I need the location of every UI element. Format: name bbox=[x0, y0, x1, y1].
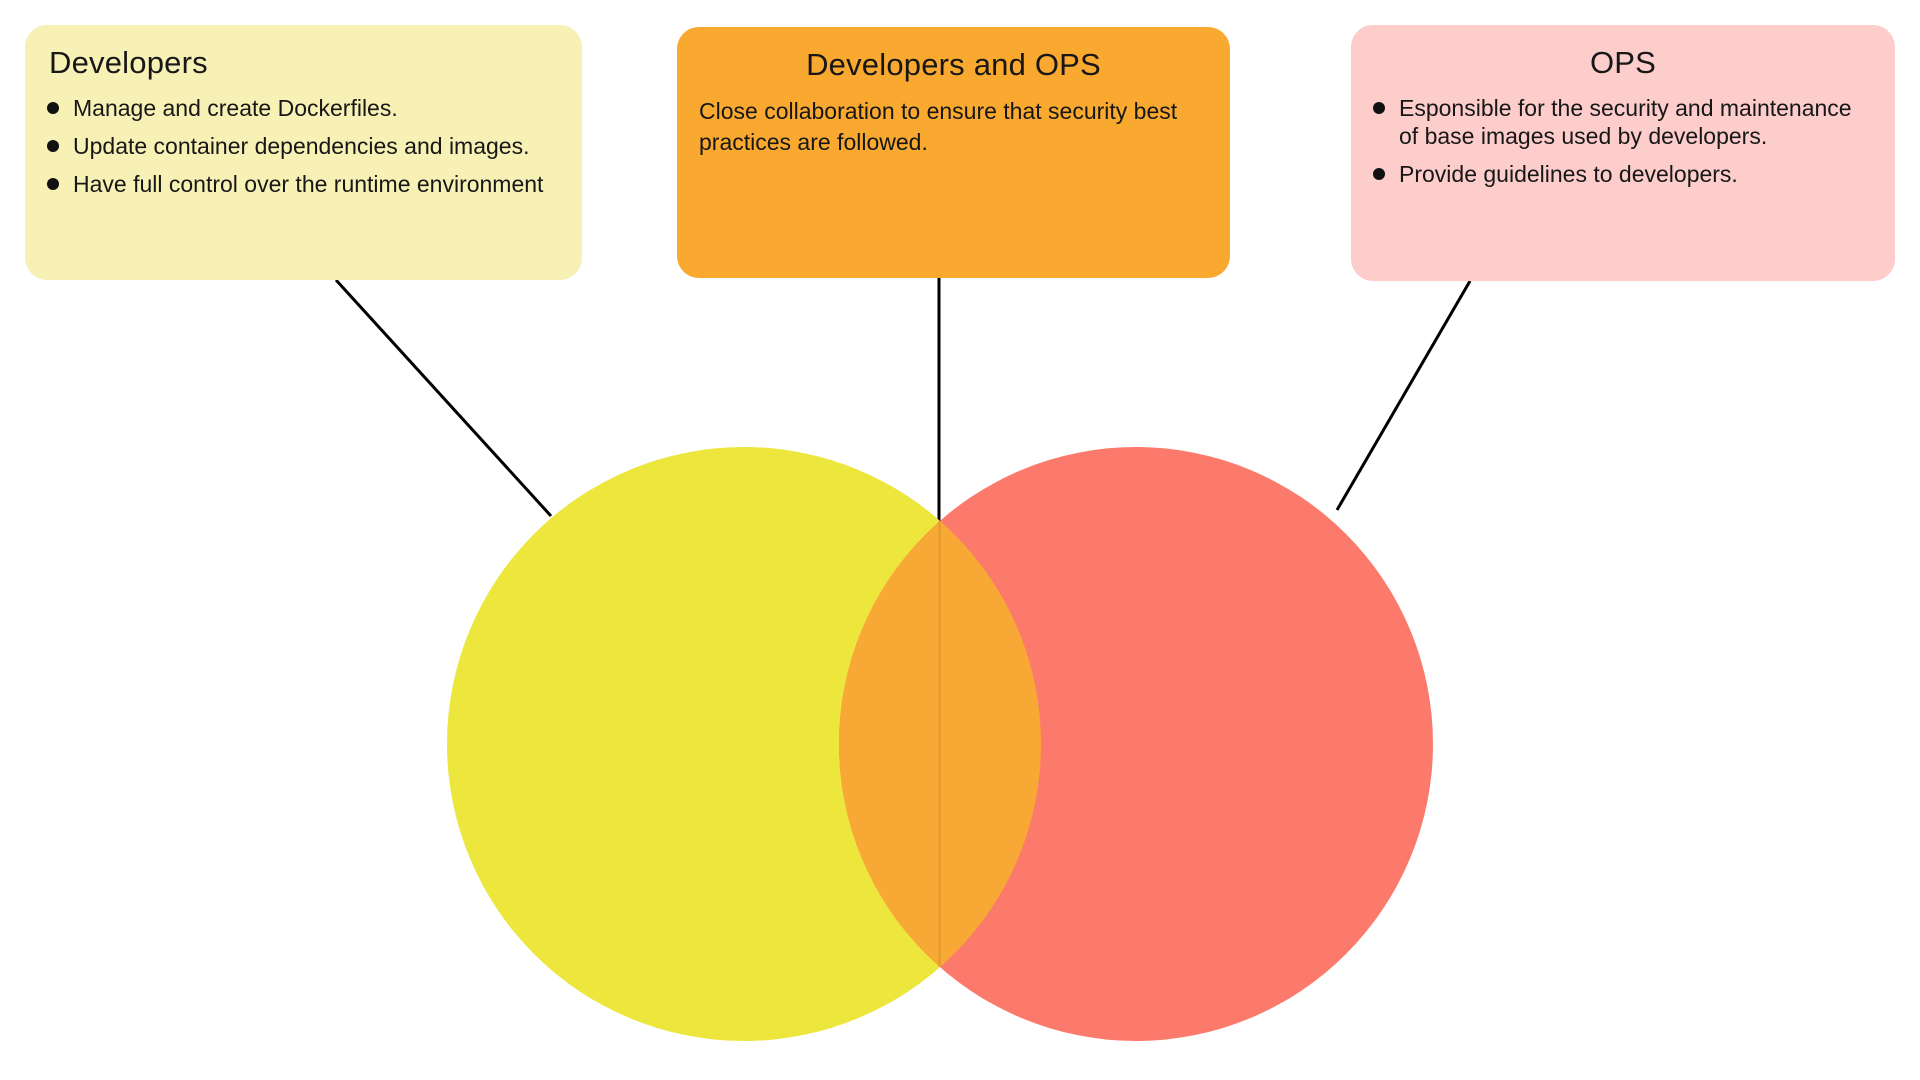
bullet-text: Have full control over the runtime envir… bbox=[73, 171, 544, 197]
card-developers-bullet-list: Manage and create Dockerfiles. Update co… bbox=[25, 94, 582, 198]
card-ops-bullet-list: Esponsible for the security and maintena… bbox=[1351, 94, 1895, 188]
connector-line-ops bbox=[1335, 280, 1472, 511]
bullet-text: Manage and create Dockerfiles. bbox=[73, 95, 398, 121]
bullet-text: Update container dependencies and images… bbox=[73, 133, 530, 159]
bullet-item: Provide guidelines to developers. bbox=[1373, 160, 1881, 188]
bullet-item: Manage and create Dockerfiles. bbox=[47, 94, 568, 122]
connector-line-developers bbox=[334, 278, 553, 518]
venn-overlap-region bbox=[839, 447, 1041, 1041]
card-developers-and-ops-title: Developers and OPS bbox=[806, 47, 1101, 82]
card-ops-title: OPS bbox=[1589, 45, 1657, 80]
bullet-dot-icon bbox=[1373, 102, 1385, 114]
bullet-text: Esponsible for the security and maintena… bbox=[1399, 95, 1852, 149]
bullet-item: Esponsible for the security and maintena… bbox=[1373, 94, 1881, 150]
bullet-dot-icon bbox=[1373, 168, 1385, 180]
card-developers-and-ops: Developers and OPS Close collaboration t… bbox=[677, 27, 1230, 278]
bullet-item: Have full control over the runtime envir… bbox=[47, 170, 568, 198]
bullet-dot-icon bbox=[47, 102, 59, 114]
card-developers-title: Developers bbox=[49, 45, 208, 80]
bullet-dot-icon bbox=[47, 178, 59, 190]
bullet-item: Update container dependencies and images… bbox=[47, 132, 568, 160]
bullet-text: Provide guidelines to developers. bbox=[1399, 161, 1738, 187]
card-ops: OPS Esponsible for the security and main… bbox=[1351, 25, 1895, 281]
card-developers-and-ops-body: Close collaboration to ensure that secur… bbox=[699, 98, 1178, 155]
bullet-dot-icon bbox=[47, 140, 59, 152]
card-developers: Developers Manage and create Dockerfiles… bbox=[25, 25, 582, 280]
